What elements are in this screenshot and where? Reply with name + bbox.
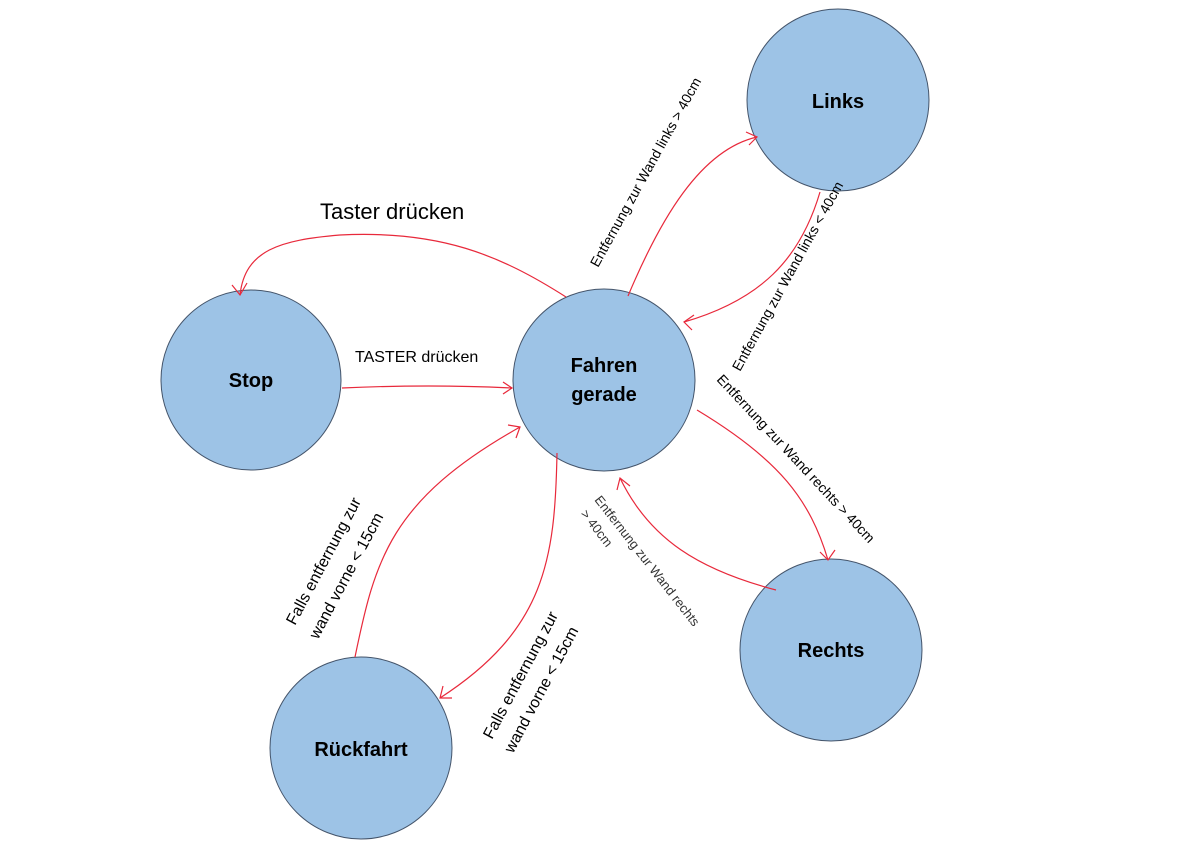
state-rechts-circle — [739, 558, 923, 742]
state-stop[interactable]: Stop — [160, 289, 342, 471]
label-fahren-to-rechts: Entfernung zur Wand rechts > 40cm — [714, 371, 878, 546]
state-links[interactable]: Links — [746, 8, 930, 192]
arrowhead-fahren-to-rueckfahrt — [439, 685, 452, 699]
edge-fahren-to-rechts — [696, 409, 829, 561]
state-rueckfahrt[interactable]: Rückfahrt — [269, 656, 453, 840]
arrowhead-stop-to-fahren — [502, 381, 514, 395]
edge-rechts-to-fahren — [619, 477, 777, 591]
state-rueckfahrt-label: Rückfahrt — [314, 739, 408, 761]
state-rueckfahrt-circle — [269, 656, 453, 840]
state-links-label: Links — [812, 91, 864, 113]
state-stop-label: Stop — [229, 370, 273, 392]
arrowhead-fahren-to-links — [745, 131, 759, 146]
state-stop-circle — [160, 289, 342, 471]
edge-links-to-fahren — [683, 191, 821, 323]
edge-fahren-to-rueckfahrt — [439, 452, 558, 699]
edge-fahren-to-stop — [239, 233, 567, 298]
state-rechts-label: Rechts — [798, 640, 865, 662]
state-fahren-gerade[interactable]: Fahren gerade — [512, 288, 696, 472]
state-rechts[interactable]: Rechts — [739, 558, 923, 742]
arrowhead-fahren-to-rechts — [819, 549, 836, 561]
edge-fahren-to-links — [627, 136, 758, 297]
label-fahren-to-links: Entfernung zur Wand links > 40cm — [587, 75, 705, 270]
label-rechts-to-fahren-line1: Entfernung zur Wand rechts — [592, 493, 703, 630]
edge-stop-to-fahren — [341, 385, 513, 389]
state-links-circle — [746, 8, 930, 192]
label-fahren-to-stop: Taster drücken — [320, 199, 464, 224]
label-stop-to-fahren: TASTER drücken — [355, 349, 478, 366]
arrowhead-rueckfahrt-to-fahren — [507, 424, 521, 439]
arrowhead-rechts-to-fahren — [616, 476, 631, 491]
state-fahren-gerade-label-line1: Fahren — [571, 355, 638, 377]
arrowhead-fahren-to-stop — [231, 282, 248, 297]
state-fahren-gerade-label-line2: gerade — [571, 384, 637, 406]
arrowhead-links-to-fahren — [683, 314, 695, 331]
label-links-to-fahren: Entfernung zur Wand links < 40cm — [729, 179, 847, 374]
state-fahren-gerade-circle — [512, 288, 696, 472]
edge-rueckfahrt-to-fahren — [354, 426, 521, 658]
